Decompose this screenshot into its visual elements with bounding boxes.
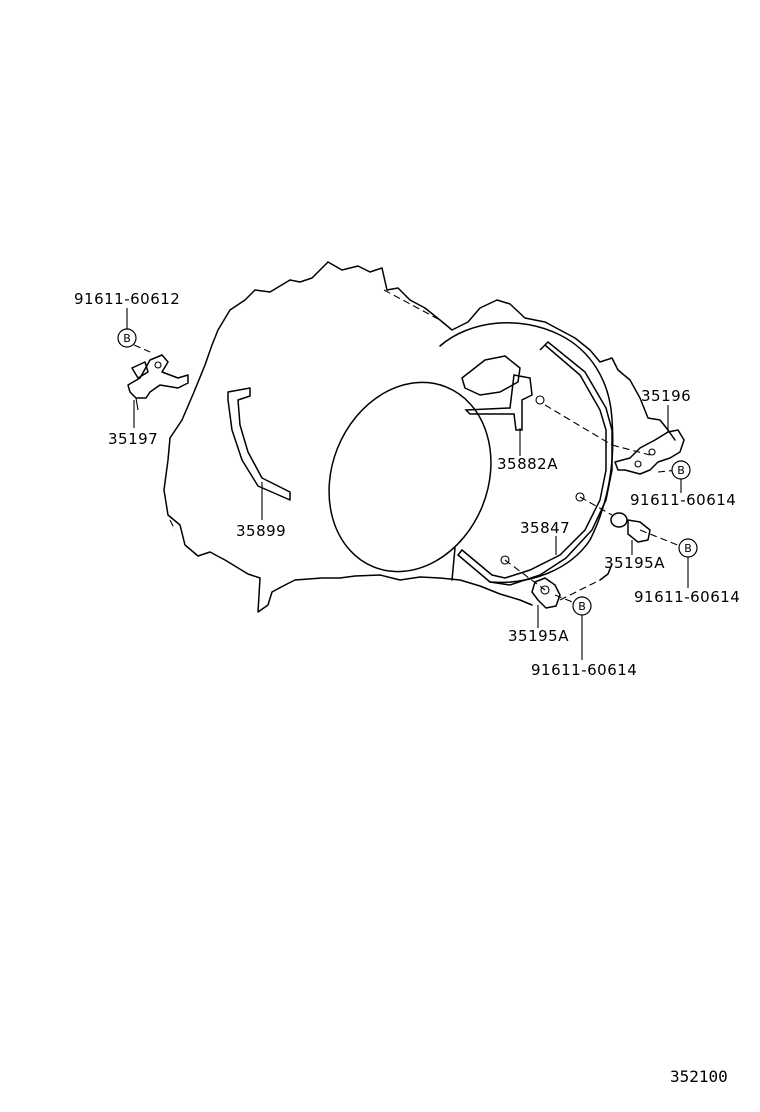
housing-outline bbox=[163, 261, 676, 613]
tube-35899 bbox=[227, 387, 291, 501]
part-label-35195A-lower: 35195A bbox=[508, 627, 569, 645]
b-marker: B bbox=[678, 538, 698, 558]
part-label-bolt-main: 91611-60612 bbox=[74, 290, 180, 308]
b-marker-label: B bbox=[123, 332, 131, 345]
bracket-35197 bbox=[127, 354, 189, 411]
bell-housing bbox=[328, 321, 614, 584]
tube-35882A bbox=[464, 374, 533, 431]
part-label-bolt-upper: 91611-60614 bbox=[630, 491, 736, 509]
b-marker: B bbox=[117, 328, 137, 348]
part-label-35195A-mid: 35195A bbox=[604, 554, 665, 572]
part-label-35882A: 35882A bbox=[497, 455, 558, 473]
b-marker: B bbox=[572, 596, 592, 616]
flywheel-opening bbox=[328, 381, 492, 573]
part-label-35196: 35196 bbox=[641, 387, 691, 405]
b-marker: B bbox=[671, 460, 691, 480]
part-label-35899: 35899 bbox=[236, 522, 286, 540]
clamp-35195A-mid bbox=[610, 512, 651, 543]
leader-lines bbox=[126, 308, 689, 660]
diagram-reference-code: 352100 bbox=[670, 1067, 728, 1086]
tube-35847 bbox=[456, 340, 613, 586]
clamp-35196 bbox=[614, 429, 685, 475]
part-label-35197: 35197 bbox=[108, 430, 158, 448]
clamp-35195A-lower bbox=[531, 577, 561, 609]
b-marker-label: B bbox=[578, 600, 586, 613]
b-marker-label: B bbox=[684, 542, 692, 555]
part-label-bolt-mid: 91611-60614 bbox=[634, 588, 740, 606]
b-marker-label: B bbox=[677, 464, 685, 477]
part-label-35847: 35847 bbox=[520, 519, 570, 537]
part-label-bolt-lower: 91611-60614 bbox=[531, 661, 637, 679]
